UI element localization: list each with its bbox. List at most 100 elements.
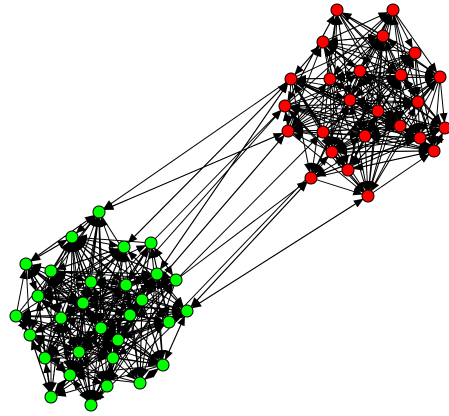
red-node bbox=[376, 29, 390, 43]
edges-layer bbox=[16, 12, 448, 402]
edge bbox=[42, 292, 137, 301]
green-node bbox=[84, 275, 98, 289]
edge bbox=[180, 181, 308, 277]
green-node bbox=[54, 311, 68, 325]
edge bbox=[369, 57, 415, 191]
edge bbox=[372, 153, 430, 194]
green-node bbox=[123, 308, 137, 322]
green-node bbox=[19, 257, 33, 271]
edge bbox=[292, 74, 357, 128]
red-node bbox=[281, 124, 295, 138]
edge bbox=[395, 15, 413, 49]
edge bbox=[333, 13, 390, 75]
red-node bbox=[316, 125, 330, 139]
red-node bbox=[323, 72, 337, 86]
edge bbox=[316, 139, 416, 177]
edge bbox=[296, 38, 379, 77]
edge bbox=[335, 78, 398, 148]
edge bbox=[190, 182, 308, 308]
edge bbox=[390, 14, 401, 70]
green-node bbox=[180, 304, 194, 318]
red-node bbox=[330, 3, 344, 17]
edge bbox=[367, 115, 376, 131]
edge bbox=[103, 82, 287, 210]
edge bbox=[363, 74, 417, 134]
red-node bbox=[393, 119, 407, 133]
red-node bbox=[408, 46, 422, 60]
edge bbox=[85, 307, 137, 379]
green-node bbox=[63, 368, 77, 382]
edge bbox=[67, 241, 76, 370]
edge bbox=[384, 41, 419, 134]
edge bbox=[349, 40, 384, 165]
edge bbox=[323, 14, 340, 127]
red-node bbox=[284, 72, 298, 86]
edge bbox=[357, 75, 366, 131]
edge bbox=[179, 135, 320, 277]
red-node bbox=[386, 3, 400, 17]
edge bbox=[34, 335, 108, 357]
green-node bbox=[169, 273, 183, 287]
green-node bbox=[144, 236, 158, 250]
edge bbox=[95, 283, 137, 299]
red-node bbox=[438, 121, 449, 135]
edge bbox=[423, 141, 434, 152]
red-node bbox=[278, 99, 292, 113]
green-node bbox=[31, 289, 45, 303]
green-node bbox=[111, 333, 125, 347]
edge bbox=[103, 132, 283, 211]
edge bbox=[78, 356, 91, 400]
edge bbox=[341, 12, 410, 51]
edge bbox=[101, 216, 167, 318]
edge bbox=[50, 350, 75, 359]
red-node bbox=[325, 145, 339, 159]
green-node bbox=[72, 345, 86, 359]
edge bbox=[316, 150, 430, 178]
red-node bbox=[361, 189, 375, 203]
edge bbox=[327, 43, 396, 74]
green-node bbox=[100, 379, 114, 393]
edge bbox=[191, 198, 364, 309]
green-node bbox=[135, 293, 149, 307]
edge bbox=[377, 40, 386, 106]
green-node bbox=[44, 390, 58, 404]
edge bbox=[145, 135, 285, 297]
edge bbox=[118, 358, 159, 367]
edge bbox=[72, 332, 99, 371]
edge bbox=[159, 83, 289, 270]
red-node bbox=[394, 68, 408, 82]
red-node bbox=[371, 104, 385, 118]
green-node bbox=[117, 240, 131, 254]
edge bbox=[154, 109, 282, 240]
red-node bbox=[304, 171, 318, 185]
edge bbox=[56, 269, 153, 278]
red-node bbox=[427, 144, 441, 158]
green-node bbox=[65, 230, 79, 244]
edge bbox=[289, 102, 373, 112]
green-node bbox=[44, 264, 58, 278]
edge bbox=[136, 305, 145, 379]
edge bbox=[30, 214, 95, 261]
red-node bbox=[316, 35, 330, 49]
edge bbox=[69, 241, 91, 400]
edge bbox=[369, 132, 415, 141]
edge bbox=[48, 288, 122, 355]
red-node bbox=[433, 70, 447, 84]
red-node bbox=[411, 95, 425, 109]
edge bbox=[336, 138, 415, 154]
edge bbox=[16, 268, 28, 311]
edge bbox=[95, 216, 104, 323]
edge bbox=[396, 80, 405, 122]
nodes-layer bbox=[9, 3, 449, 412]
green-node bbox=[156, 358, 170, 372]
edge bbox=[34, 337, 103, 384]
edge bbox=[289, 105, 415, 138]
red-node bbox=[341, 163, 355, 177]
edge bbox=[316, 179, 364, 196]
edge bbox=[434, 132, 443, 146]
edge bbox=[147, 300, 183, 312]
edge bbox=[127, 82, 288, 244]
green-node bbox=[9, 309, 23, 323]
edge bbox=[31, 339, 50, 392]
